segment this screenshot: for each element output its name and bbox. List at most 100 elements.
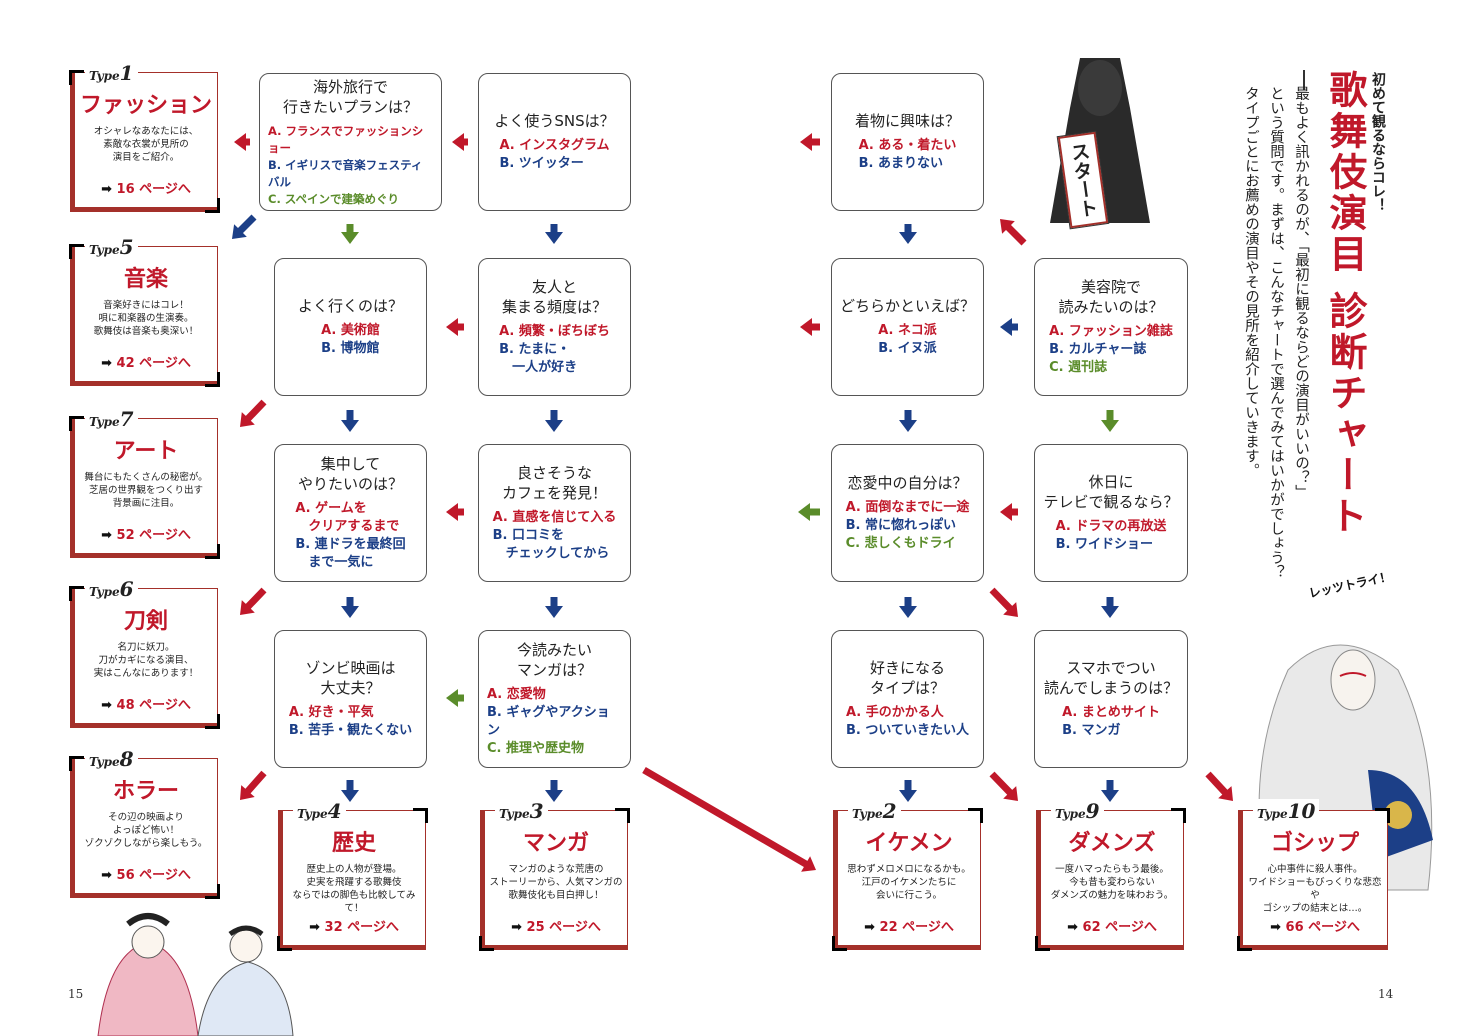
question-title: 海外旅行で 行きたいプランは？ [282, 77, 418, 116]
page-link: ➡ 32 ページへ [309, 920, 399, 935]
question-box-manga: 今読みたい マンガは？ A. 恋愛物 B. ギャグやアクション C. 推理や歴史… [478, 630, 631, 768]
page-link: ➡ 25 ページへ [511, 920, 601, 935]
question-box-overseas-trip: 海外旅行で 行きたいプランは？ A. フランスでファッションショー B. イギリ… [259, 73, 442, 211]
result-description: マンガのような荒唐の ストーリーから、人気マンガの 歌舞伎化も目白押し！ [489, 864, 623, 901]
option-b: B. イギリスで音楽フェスティバル [268, 157, 423, 189]
question-box-cat-or-dog: どちらかといえば？ A. ネコ派 B. イヌ派 [831, 258, 984, 396]
flow-arrow-icon [446, 318, 464, 336]
option-a: A. インスタグラム [499, 138, 610, 153]
option-a: A. ゲームを クリアするまで [295, 501, 400, 534]
flow-arrow-icon [1205, 771, 1233, 801]
result-description: 思わずメロメロになるかも。 江戸のイケメンたちに 会いに行こう。 [847, 864, 971, 901]
flow-arrow-icon [341, 410, 359, 432]
result-description: 一度ハマったらもう最後。 今も昔も変わらない ダメンズの魅力を味わおう。 [1050, 864, 1174, 901]
result-name: 歴史 [331, 830, 376, 856]
result-card-manga: Type3 マンガ マンガのような荒唐の ストーリーから、人気マンガの 歌舞伎化… [479, 799, 630, 951]
option-c: C. 週刊誌 [1049, 360, 1108, 375]
option-b: B. マンガ [1062, 723, 1121, 738]
option-c: C. スペインで建築めぐり [268, 191, 400, 206]
option-b: B. あまりない [858, 156, 943, 171]
type-label: Type7 [85, 407, 138, 431]
page-link: ➡ 22 ページへ [864, 920, 954, 935]
header-kicker: 初めて観るならコレ！ [1370, 72, 1386, 212]
flow-arrow-icon [800, 133, 820, 151]
page-link: ➡ 42 ページへ [101, 356, 191, 371]
flow-arrow-icon [1000, 219, 1027, 246]
option-b: B. 口コミを チェックしてから [492, 528, 610, 561]
flow-arrow-icon [446, 689, 464, 707]
question-title: 着物に興味は？ [854, 112, 960, 130]
result-name: ホラー [112, 778, 179, 804]
right-arrow-icon: ➡ [101, 868, 112, 883]
result-description: オシャレなあなたには、 素敵な衣裳が見所の 演目をご紹介。 [93, 126, 199, 163]
page-title: 歌舞伎演目 診断チャート [1323, 70, 1368, 538]
option-b: B. 常に惚れっぽい [845, 518, 956, 533]
flow-arrow-icon [1101, 780, 1119, 802]
option-a: A. 面倒なまでに一途 [845, 500, 970, 515]
question-title: 良さそうな カフェを発見！ [501, 464, 607, 502]
question-box-favorite-type: 好きになる タイプは？ A. 手のかかる人 B. ついていきたい人 [831, 630, 984, 768]
flow-arrow-icon [341, 597, 359, 618]
option-a: A. まとめサイト [1062, 705, 1160, 720]
type-label: Type3 [495, 799, 548, 823]
divider [1303, 70, 1305, 90]
result-name: アート [113, 438, 179, 464]
result-name: 刀剣 [123, 608, 168, 634]
question-title: 恋愛中の自分は？ [847, 474, 968, 492]
option-a: A. 美術館 [321, 323, 380, 338]
page-link: ➡ 62 ページへ [1067, 920, 1157, 935]
flow-arrow-icon [989, 771, 1018, 801]
intro-line-3: タイプごとにお薦めの演目やその見所を紹介していきます。 [1243, 86, 1259, 478]
result-name: マンガ [522, 830, 589, 856]
flow-arrow-icon [1000, 318, 1018, 336]
flow-arrow-icon [545, 780, 563, 802]
intro-line-1: 最もよく訊かれるのが、「最初に観るならどの演目がいいの？」 [1293, 86, 1309, 500]
flow-arrow-icon [240, 770, 267, 800]
flow-arrow-icon [545, 410, 563, 432]
option-b: B. ワイドショー [1055, 537, 1153, 552]
flow-arrow-icon [899, 224, 917, 244]
question-box-meet-friends: 友人と 集まる頻度は？ A. 頻繁・ぼちぼち B. たまに・ 一人が好き [478, 258, 631, 396]
result-card-art: Type7 アート 舞台にもたくさんの秘密が。 芝居の世界観をつくり出す 背景画… [69, 407, 220, 559]
flow-arrow-icon [1000, 503, 1018, 521]
kabuki-couple-illustration [97, 913, 294, 1036]
result-card-ikemen: Type2 イケメン 思わずメロメロになるかも。 江戸のイケメンたちに 会いに行… [832, 799, 983, 951]
question-box-sns: よく使うSNSは？ A. インスタグラム B. ツイッター [478, 73, 631, 211]
option-b: B. 博物館 [321, 341, 380, 356]
option-a: A. フランスでファッションショー [268, 123, 424, 155]
question-box-often-visit: よく行くのは？ A. 美術館 B. 博物館 [274, 258, 427, 396]
question-title: 美容院で 読みたいのは？ [1058, 278, 1164, 316]
question-title: よく行くのは？ [297, 297, 403, 315]
right-arrow-icon: ➡ [511, 920, 522, 935]
page-link: ➡ 52 ページへ [101, 528, 191, 543]
flow-arrow-icon [341, 224, 359, 244]
option-b: B. 苦手・観たくない [288, 723, 413, 738]
question-title: 好きになる タイプは？ [869, 659, 945, 697]
result-card-damenzu: Type9 ダメンズ 一度ハマったらもう最後。 今も昔も変わらない ダメンズの魅… [1035, 799, 1186, 951]
question-box-kimono: 着物に興味は？ A. ある・着たい B. あまりない [831, 73, 984, 211]
type-label: Type2 [848, 799, 901, 823]
option-c: C. 推理や歴史物 [487, 741, 585, 756]
flow-arrow-icon [899, 780, 917, 802]
page-number-left: 15 [68, 987, 84, 1001]
question-title: 今読みたい マンガは？ [516, 641, 592, 679]
option-b: B. ついていきたい人 [846, 723, 969, 738]
result-card-fashion: Type1 ファッション オシャレなあなたには、 素敵な衣裳が見所の 演目をご紹… [69, 61, 220, 213]
flow-arrow-icon [545, 224, 563, 244]
question-box-cafe: 良さそうな カフェを発見！ A. 直感を信じて入る B. 口コミを チェックして… [478, 444, 631, 582]
flow-arrow-icon [240, 587, 267, 615]
flow-arrow-icon [232, 214, 257, 239]
type-label: Type10 [1253, 799, 1320, 823]
result-description: 音楽好きにはコレ！ 唄に和楽器の生演奏。 歌舞伎は音楽も奥深い！ [93, 300, 199, 337]
flow-arrow-icon [234, 133, 250, 151]
type-label: Type8 [85, 747, 138, 771]
option-b: B. ギャグやアクション [487, 705, 610, 738]
type-label: Type9 [1051, 799, 1104, 823]
flow-arrow-icon [240, 399, 267, 427]
right-arrow-icon: ➡ [1067, 920, 1078, 935]
type-label: Type5 [85, 235, 138, 259]
option-c: C. 悲しくもドライ [845, 536, 956, 551]
question-box-zombie: ゾンビ映画は 大丈夫？ A. 好き・平気 B. 苦手・観たくない [274, 630, 427, 768]
result-name: ダメンズ [1068, 830, 1156, 856]
